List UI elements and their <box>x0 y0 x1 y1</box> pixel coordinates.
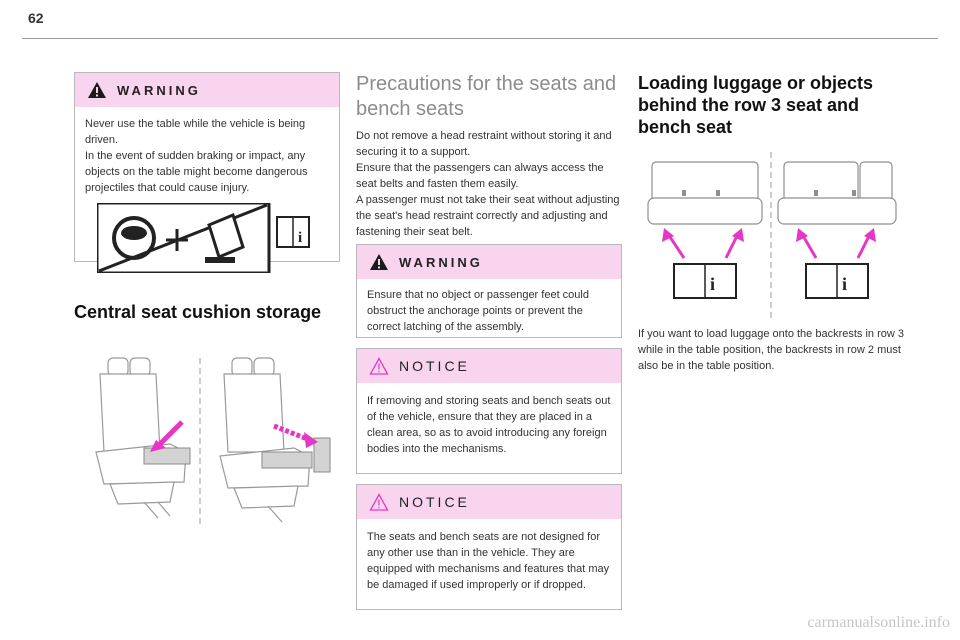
watermark: carmanualsonline.info <box>807 614 950 631</box>
precaution-line: Ensure that the passengers can always ac… <box>356 162 604 190</box>
notice-icon <box>369 493 389 511</box>
warning-line: Never use the table while the vehicle is… <box>85 118 306 146</box>
svg-text:i: i <box>298 230 302 246</box>
notice-text-1: If removing and storing seats and bench … <box>367 395 611 455</box>
notice-box-2: NOTICE The seats and bench seats are not… <box>356 484 622 610</box>
warning-icon <box>88 82 106 98</box>
precaution-line: A passenger must not take their seat wit… <box>356 194 620 238</box>
notice-title-1: NOTICE <box>399 358 470 374</box>
section-title-precautions: Precautions for the seats and bench seat… <box>356 73 617 120</box>
notice-title-2: NOTICE <box>399 494 470 510</box>
warning-text-2: Ensure that no object or passenger feet … <box>367 289 589 333</box>
precaution-line: Do not remove a head restraint without s… <box>356 130 612 158</box>
svg-text:i: i <box>710 274 715 294</box>
svg-text:i: i <box>842 274 847 294</box>
header-rule <box>22 38 938 39</box>
notice-icon <box>369 357 389 375</box>
notice-text-2: The seats and bench seats are not design… <box>367 531 610 591</box>
warning-icon <box>370 254 388 270</box>
warning-title: WARNING <box>117 82 201 98</box>
page-number: 62 <box>28 10 44 26</box>
no-table-while-driving-pictogram: i <box>97 203 310 273</box>
warning-header-2: WARNING <box>357 245 621 279</box>
section-title-loading-luggage: Loading luggage or objects behind the ro… <box>638 73 874 137</box>
luggage-loading-illustration: i i <box>647 152 897 318</box>
notice-header-2: NOTICE <box>357 485 621 519</box>
notice-box-1: NOTICE If removing and storing seats and… <box>356 348 622 474</box>
warning-box-2: WARNING Ensure that no object or passeng… <box>356 244 622 338</box>
section-title-central-cushion: Central seat cushion storage <box>74 302 322 322</box>
warning-line: In the event of sudden braking or impact… <box>85 150 308 194</box>
warning-box: WARNING Never use the table while the ve… <box>74 72 340 273</box>
notice-header-1: NOTICE <box>357 349 621 383</box>
central-cushion-illustration <box>95 357 331 528</box>
warning-title-2: WARNING <box>399 254 483 270</box>
loading-text: If you want to load luggage onto the bac… <box>638 328 904 372</box>
warning-header: WARNING <box>75 73 339 107</box>
